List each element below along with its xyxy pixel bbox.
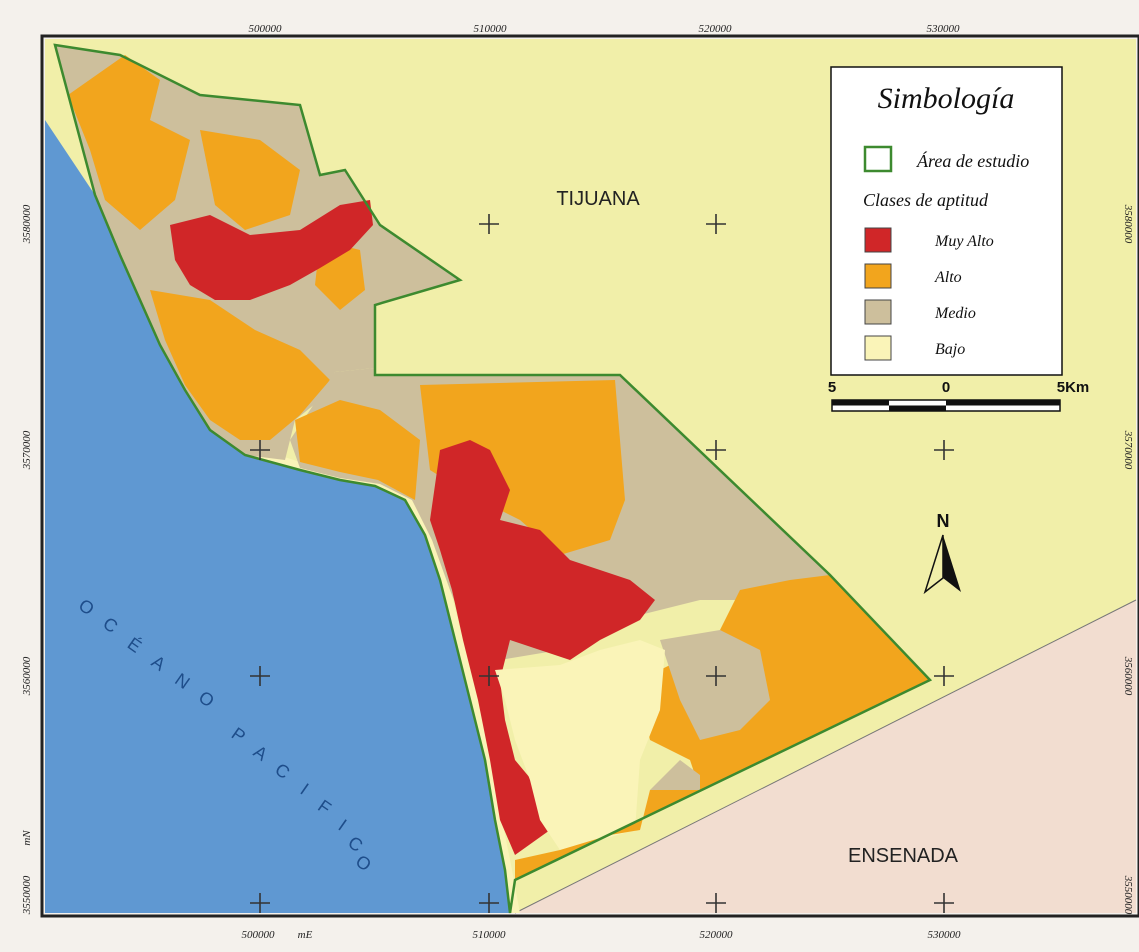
cross (706, 440, 726, 460)
scale-seg-1 (832, 400, 889, 406)
scale-right-label: 5Km (1057, 379, 1090, 396)
study-area-swatch (863, 145, 893, 173)
left-tick-label: 3570000 (21, 430, 33, 470)
top-tick-label: 510000 (474, 23, 508, 35)
bottom-tick-label: 510000 (473, 929, 507, 941)
cross (706, 214, 726, 234)
cross (934, 440, 954, 460)
right-tick-label: 3560000 (1122, 656, 1134, 696)
ensenada-label: ENSENADA (848, 845, 959, 867)
study-area-label: Área de estudio (916, 150, 1029, 171)
south-medio (650, 760, 700, 790)
legend-swatch (864, 263, 892, 289)
legend-class-label: Medio (934, 305, 976, 322)
bottom-tick-labels: 500000 mE 510000 520000 530000 (242, 929, 962, 941)
bottom-tick-label: mE (298, 929, 313, 941)
cross (934, 893, 954, 913)
left-tick-labels: 3580000 3570000 3560000 3550000 mN (21, 204, 33, 915)
beach-strip (95, 192, 520, 913)
right-tick-label: 3580000 (1122, 204, 1134, 244)
study-area-boundary (53, 43, 933, 914)
left-tick-label: mN (21, 830, 33, 846)
north-arrow-right (943, 535, 961, 592)
cross (250, 440, 270, 460)
left-tick-label: 3580000 (21, 204, 33, 244)
north-letter: N (937, 511, 950, 531)
cross (479, 214, 499, 234)
map-frame (40, 34, 1139, 918)
cross (706, 666, 726, 686)
cross (250, 893, 270, 913)
north-alto-1 (68, 55, 190, 230)
scale-bar: 5 0 5Km (828, 379, 1090, 412)
right-tick-label: 3570000 (1122, 430, 1134, 470)
top-tick-label: 500000 (249, 23, 283, 35)
north-alto-3 (150, 290, 330, 440)
bottom-tick-label: 530000 (928, 929, 962, 941)
cross (479, 666, 499, 686)
south-bajo (495, 640, 665, 850)
cross (934, 666, 954, 686)
scale-seg-3 (946, 400, 1060, 406)
north-muy-alto (170, 200, 373, 300)
east-medio (660, 630, 770, 740)
graticule-crosses (250, 214, 954, 913)
left-tick-label: 3560000 (21, 656, 33, 696)
central-alto-1 (420, 380, 625, 555)
right-tick-labels: 3580000 3570000 3560000 3550000 (1122, 204, 1134, 915)
left-tick-label: 3550000 (21, 875, 33, 915)
top-tick-label: 520000 (699, 23, 733, 35)
tijuana-label: TIJUANA (556, 188, 640, 210)
legend: Simbología Área de estudio Clases de apt… (830, 66, 1063, 376)
ocean (45, 120, 510, 913)
legend-swatch (864, 227, 892, 253)
central-muy-alto (430, 440, 655, 855)
legend-class-label: Alto (934, 269, 962, 286)
north-arrow: N (923, 511, 961, 595)
scale-seg-2 (889, 405, 946, 411)
legend-class-label: Bajo (935, 341, 965, 358)
legend-swatch (864, 335, 892, 361)
bottom-tick-label: 500000 (242, 929, 276, 941)
cross (706, 893, 726, 913)
legend-class-label: Muy Alto (934, 233, 994, 250)
bottom-tick-label: 520000 (700, 929, 734, 941)
classes-title: Clases de aptitud (863, 190, 989, 210)
legend-swatch (864, 299, 892, 325)
ensenada-boundary (514, 599, 1137, 914)
top-tick-labels: 500000 510000 520000 530000 (249, 23, 961, 35)
central-alto-2 (295, 400, 420, 500)
cross (250, 666, 270, 686)
legend-title: Simbología (878, 82, 1015, 115)
north-alto-2 (200, 130, 300, 230)
scale-left-label: 5 (828, 379, 836, 396)
right-tick-label: 3550000 (1122, 875, 1134, 915)
scale-mid-label: 0 (942, 379, 950, 396)
cross (479, 893, 499, 913)
top-tick-label: 530000 (927, 23, 961, 35)
